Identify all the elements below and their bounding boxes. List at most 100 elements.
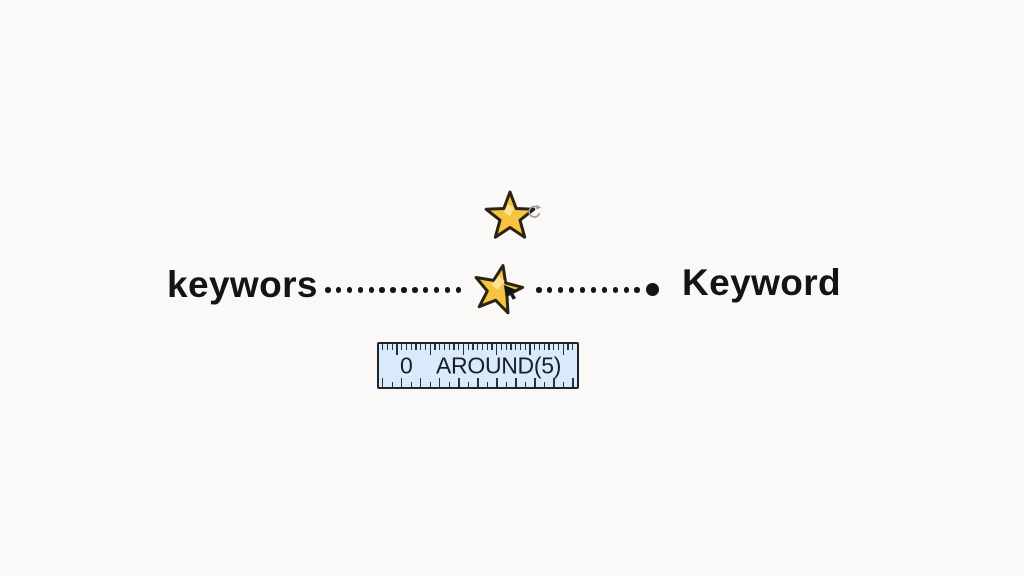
- ruler-tick: [562, 344, 564, 355]
- ruler-tick: [524, 344, 526, 350]
- dot: [546, 287, 553, 293]
- ruler-tick: [429, 344, 431, 355]
- ruler-tick: [439, 378, 441, 387]
- ruler-tick: [386, 344, 389, 350]
- ruler-tick: [510, 344, 512, 350]
- ruler-tick: [534, 344, 536, 350]
- dot: [536, 287, 542, 293]
- ruler-tick: [562, 382, 565, 387]
- ruler-tick: [420, 378, 422, 387]
- star-icon: [484, 190, 536, 239]
- ruler-tick: [448, 382, 450, 387]
- ruler-tick: [458, 344, 460, 350]
- dot: [557, 287, 564, 293]
- ruler-tick: [496, 344, 498, 355]
- dot: [623, 287, 629, 293]
- dot: [390, 287, 396, 293]
- dotted-connector-right: [536, 284, 640, 296]
- endpoint-dot: [646, 283, 659, 296]
- dot: [590, 287, 597, 293]
- ruler-tick: [529, 344, 531, 355]
- ruler-tick: [515, 378, 517, 387]
- ruler-tick: [391, 344, 393, 350]
- ruler-tick: [553, 344, 555, 350]
- ruler-tick: [396, 344, 398, 355]
- star-icon-top: [483, 189, 537, 243]
- ruler-tick: [505, 344, 507, 350]
- dot: [357, 287, 364, 293]
- dot: [568, 287, 575, 293]
- dot: [422, 287, 429, 293]
- ruler-tick: [458, 378, 460, 387]
- ruler-tick: [524, 382, 527, 387]
- ruler-tick: [429, 382, 431, 387]
- ruler-tick: [382, 344, 384, 350]
- ruler-tick: [572, 378, 574, 387]
- ruler-tick: [505, 382, 508, 387]
- ruler-tick: [391, 382, 393, 387]
- ruler-tick: [481, 344, 484, 350]
- ruler-tick: [439, 344, 441, 350]
- ruler-tick: [382, 378, 384, 387]
- ruler: 0 AROUND(5): [377, 342, 579, 389]
- ruler-tick: [401, 378, 403, 387]
- dot: [612, 287, 619, 293]
- cursor-arrow-icon: [502, 282, 524, 302]
- ruler-tick: [500, 344, 503, 350]
- dot: [325, 287, 331, 293]
- ruler-tick: [467, 344, 469, 350]
- ruler-tick: [472, 344, 474, 350]
- dot: [579, 287, 586, 293]
- ruler-zero-label: 0: [400, 352, 413, 378]
- ruler-tick: [557, 344, 560, 350]
- ruler-tick: [401, 344, 403, 350]
- ruler-tick: [410, 344, 412, 350]
- star-icon-middle: [466, 257, 530, 321]
- dot: [335, 287, 342, 293]
- ruler-tick: [410, 382, 412, 387]
- ruler-around-label: AROUND(5): [436, 352, 562, 378]
- ruler-tick: [543, 344, 545, 350]
- ruler-tick: [519, 344, 522, 350]
- rotate-icon: [524, 203, 544, 221]
- star-icon: [474, 264, 525, 315]
- ruler-ticks-top: [382, 344, 574, 356]
- ruler-tick: [567, 344, 569, 350]
- ruler-ticks-bottom: [382, 377, 574, 387]
- ruler-tick: [548, 344, 550, 350]
- ruler-tick: [538, 344, 541, 350]
- dot: [346, 287, 353, 293]
- ruler-tick: [443, 344, 446, 350]
- ruler-tick: [496, 378, 498, 387]
- ruler-tick: [453, 344, 455, 350]
- ruler-tick: [553, 378, 555, 387]
- ruler-tick: [477, 378, 479, 387]
- dot: [455, 287, 461, 293]
- right-keyword-label: Keyword: [682, 262, 842, 303]
- ruler-tick: [491, 344, 493, 350]
- ruler-tick: [515, 344, 517, 350]
- ruler-tick: [543, 382, 546, 387]
- dot: [368, 287, 374, 293]
- ruler-tick: [477, 344, 479, 350]
- ruler-tick: [405, 344, 408, 350]
- dot: [444, 287, 451, 293]
- dot: [634, 287, 640, 293]
- dot: [379, 287, 385, 293]
- ruler-tick: [420, 344, 422, 350]
- ruler-tick: [534, 378, 536, 387]
- ruler-tick: [462, 344, 465, 355]
- dot: [433, 287, 440, 293]
- ruler-tick: [486, 382, 489, 387]
- left-keyword-label: keywors: [167, 264, 318, 305]
- ruler-tick: [424, 344, 427, 350]
- dot: [401, 287, 407, 293]
- ruler-tick: [415, 344, 417, 350]
- dotted-connector-left: [325, 284, 461, 296]
- ruler-tick: [467, 382, 470, 387]
- ruler-tick: [448, 344, 450, 350]
- ruler-tick: [434, 344, 436, 350]
- dot: [412, 287, 418, 293]
- ruler-tick: [572, 344, 574, 350]
